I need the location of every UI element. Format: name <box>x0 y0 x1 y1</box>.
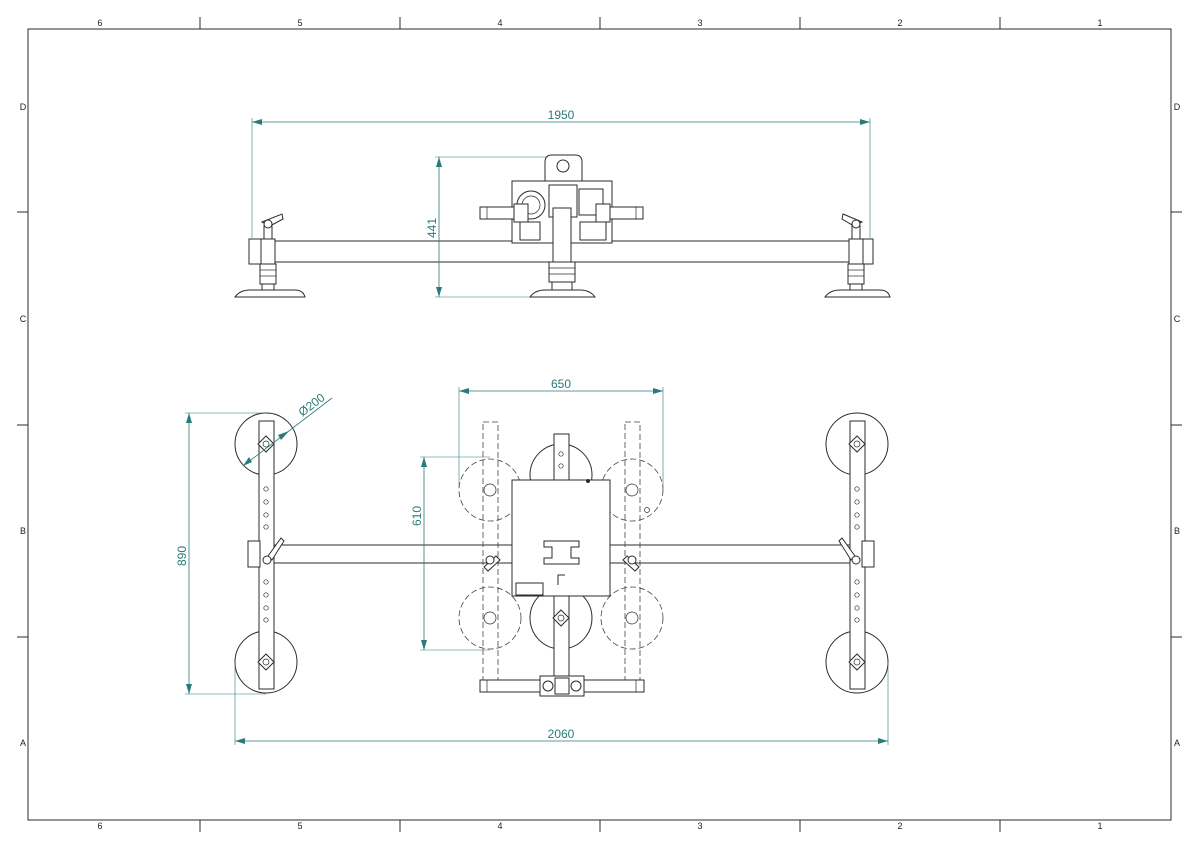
dimension-2060: 2060 <box>234 663 889 745</box>
zone-col-bottom-4: 4 <box>497 821 502 831</box>
zone-row-left-d: D <box>20 102 27 112</box>
dimension-label-2060: 2060 <box>548 727 575 741</box>
zone-row-right-c: C <box>1174 314 1181 324</box>
dimension-890: 890 <box>175 412 266 695</box>
zone-row-left-c: C <box>20 314 27 324</box>
zone-col-top-5: 5 <box>297 18 302 28</box>
zone-col-top-4: 4 <box>497 18 502 28</box>
dimension-610: 610 <box>410 456 490 651</box>
dashed-cup-4 <box>600 586 664 650</box>
dimension-label-890: 890 <box>175 546 189 566</box>
dashed-cup-2 <box>458 586 522 650</box>
zone-col-bottom-5: 5 <box>297 821 302 831</box>
zone-row-left-b: B <box>20 526 26 536</box>
cup-fittings <box>483 483 639 625</box>
front-elevation-view: 1950 441 <box>234 108 891 298</box>
dimension-label-610: 610 <box>410 506 424 526</box>
zone-col-bottom-2: 2 <box>897 821 902 831</box>
zone-row-right-a: A <box>1174 738 1180 748</box>
zone-row-right-b: B <box>1174 526 1180 536</box>
zone-row-right-d: D <box>1174 102 1181 112</box>
dimension-650: 650 <box>458 377 664 488</box>
central-housing-plan <box>511 479 650 597</box>
dimension-441: 441 <box>425 156 548 298</box>
zone-col-top-2: 2 <box>897 18 902 28</box>
left-arm-plan <box>247 420 285 690</box>
dimension-label-650: 650 <box>551 377 571 391</box>
center-cup-elevation <box>529 261 596 298</box>
dimension-label-1950: 1950 <box>548 108 575 122</box>
zone-col-top-6: 6 <box>97 18 102 28</box>
dashed-cup-3 <box>600 458 664 522</box>
right-arm-plan <box>838 420 875 690</box>
zone-col-top-1: 1 <box>1097 18 1102 28</box>
plan-view: 650 610 890 2060 <box>175 377 889 745</box>
zone-col-bottom-1: 1 <box>1097 821 1102 831</box>
bottom-handle-bar <box>479 675 645 697</box>
dimension-1950: 1950 <box>251 108 871 238</box>
left-leg-elevation <box>234 213 306 298</box>
zone-col-bottom-3: 3 <box>697 821 702 831</box>
drawing-frame: 6 5 4 3 2 1 6 5 4 3 2 1 D C B A D C B A <box>17 17 1182 832</box>
dimension-label-diameter: Ø200 <box>296 390 328 419</box>
right-leg-elevation <box>824 213 891 298</box>
lifting-head <box>479 154 644 289</box>
zone-col-bottom-6: 6 <box>97 821 102 831</box>
dimension-label-441: 441 <box>425 218 439 238</box>
zone-row-left-a: A <box>20 738 26 748</box>
zone-col-top-3: 3 <box>697 18 702 28</box>
